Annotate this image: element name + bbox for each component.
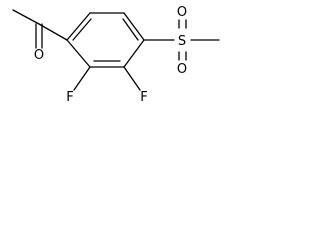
c-f-bond-3 [123,66,141,91]
benzene-ring [66,12,145,68]
sulfur-label: S [178,34,186,49]
ring-bond-c1-c2-inner [72,18,92,41]
acetyl-group [12,9,68,49]
sulfonyl-oxygen-bottom-label: O [177,62,187,77]
ring-bond-c6-c1 [66,39,91,68]
fluorine-substituents [73,66,141,91]
fluorine-3-label: F [140,90,147,105]
fluorine-2-label: F [66,90,73,105]
ring-bond-c3-c4-inner [122,18,139,41]
ring-bond-c4-c5 [123,39,145,68]
carbonyl-ring-bond [38,23,68,41]
ring-bond-c1-c2 [66,12,91,41]
c-f-bond-2 [73,66,91,91]
molecule-structure: O F F S O O [12,5,220,105]
methyl-carbonyl-bond [12,9,40,25]
sulfonyl-oxygen-top-label: O [177,5,187,20]
methylsulfonyl-group [143,19,220,61]
ring-bond-c3-c4 [123,12,145,41]
carbonyl-oxygen-label: O [34,48,44,63]
